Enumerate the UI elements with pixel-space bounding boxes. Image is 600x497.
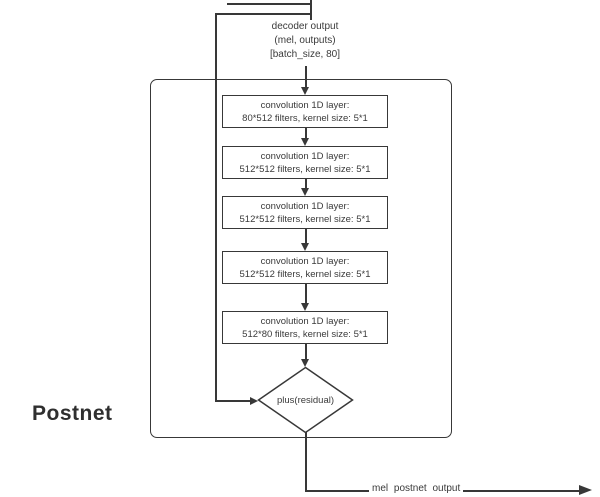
residual-node-label: plus(residual) — [276, 394, 335, 406]
conv-layer-3-params: 512*512 filters, kernel size: 5*1 — [239, 213, 371, 225]
connector-line-6 — [305, 344, 307, 360]
residual-vertical-line — [215, 13, 217, 401]
connector-line-4 — [305, 229, 307, 244]
residual-branch-top-line — [215, 13, 311, 15]
arrowhead-conv2 — [301, 138, 309, 146]
conv-layer-box-4: convolution 1D layer: 512*512 filters, k… — [222, 251, 388, 284]
conv-layer-2-title: convolution 1D layer: — [260, 150, 350, 162]
arrowhead-conv3 — [301, 188, 309, 196]
residual-horizontal-line — [215, 400, 251, 402]
conv-layer-box-3: convolution 1D layer: 512*512 filters, k… — [222, 196, 388, 229]
connector-line-3 — [305, 179, 307, 189]
residual-add-node: plus(residual) — [257, 366, 354, 434]
decoder-output-line1: decoder output — [271, 21, 339, 32]
postnet-container-box — [150, 79, 452, 438]
decoder-output-line2: (mel, outputs) — [274, 35, 336, 46]
arrowhead-conv1 — [301, 87, 309, 95]
connector-line-1 — [305, 66, 307, 88]
conv-layer-2-params: 512*512 filters, kernel size: 5*1 — [239, 163, 371, 175]
conv-layer-5-params: 512*80 filters, kernel size: 5*1 — [242, 328, 368, 340]
conv-layer-5-title: convolution 1D layer: — [260, 315, 350, 327]
arrowhead-output — [579, 485, 592, 495]
arrowhead-residual-node — [301, 359, 309, 367]
connector-line-2 — [305, 128, 307, 139]
decoder-output-label: decoder output (mel, outputs) [batch_siz… — [235, 20, 375, 62]
arrowhead-conv4 — [301, 243, 309, 251]
conv-layer-4-title: convolution 1D layer: — [260, 255, 350, 267]
connector-line-5 — [305, 284, 307, 304]
conv-layer-1-params: 80*512 filters, kernel size: 5*1 — [242, 112, 368, 124]
conv-layer-3-title: convolution 1D layer: — [260, 200, 350, 212]
top-branch-line — [227, 3, 312, 5]
arrowhead-conv5 — [301, 303, 309, 311]
conv-layer-box-2: convolution 1D layer: 512*512 filters, k… — [222, 146, 388, 179]
conv-layer-1-title: convolution 1D layer: — [260, 99, 350, 111]
output-vertical-line — [305, 432, 307, 491]
arrowhead-into-residual-node — [250, 396, 258, 405]
postnet-title: Postnet — [32, 402, 113, 425]
conv-layer-box-1: convolution 1D layer: 80*512 filters, ke… — [222, 95, 388, 128]
mel-postnet-output-label: mel postnet output — [369, 483, 464, 494]
conv-layer-4-params: 512*512 filters, kernel size: 5*1 — [239, 268, 371, 280]
decoder-output-line3: [batch_size, 80] — [269, 49, 341, 60]
decoder-input-line — [310, 0, 312, 20]
conv-layer-box-5: convolution 1D layer: 512*80 filters, ke… — [222, 311, 388, 344]
